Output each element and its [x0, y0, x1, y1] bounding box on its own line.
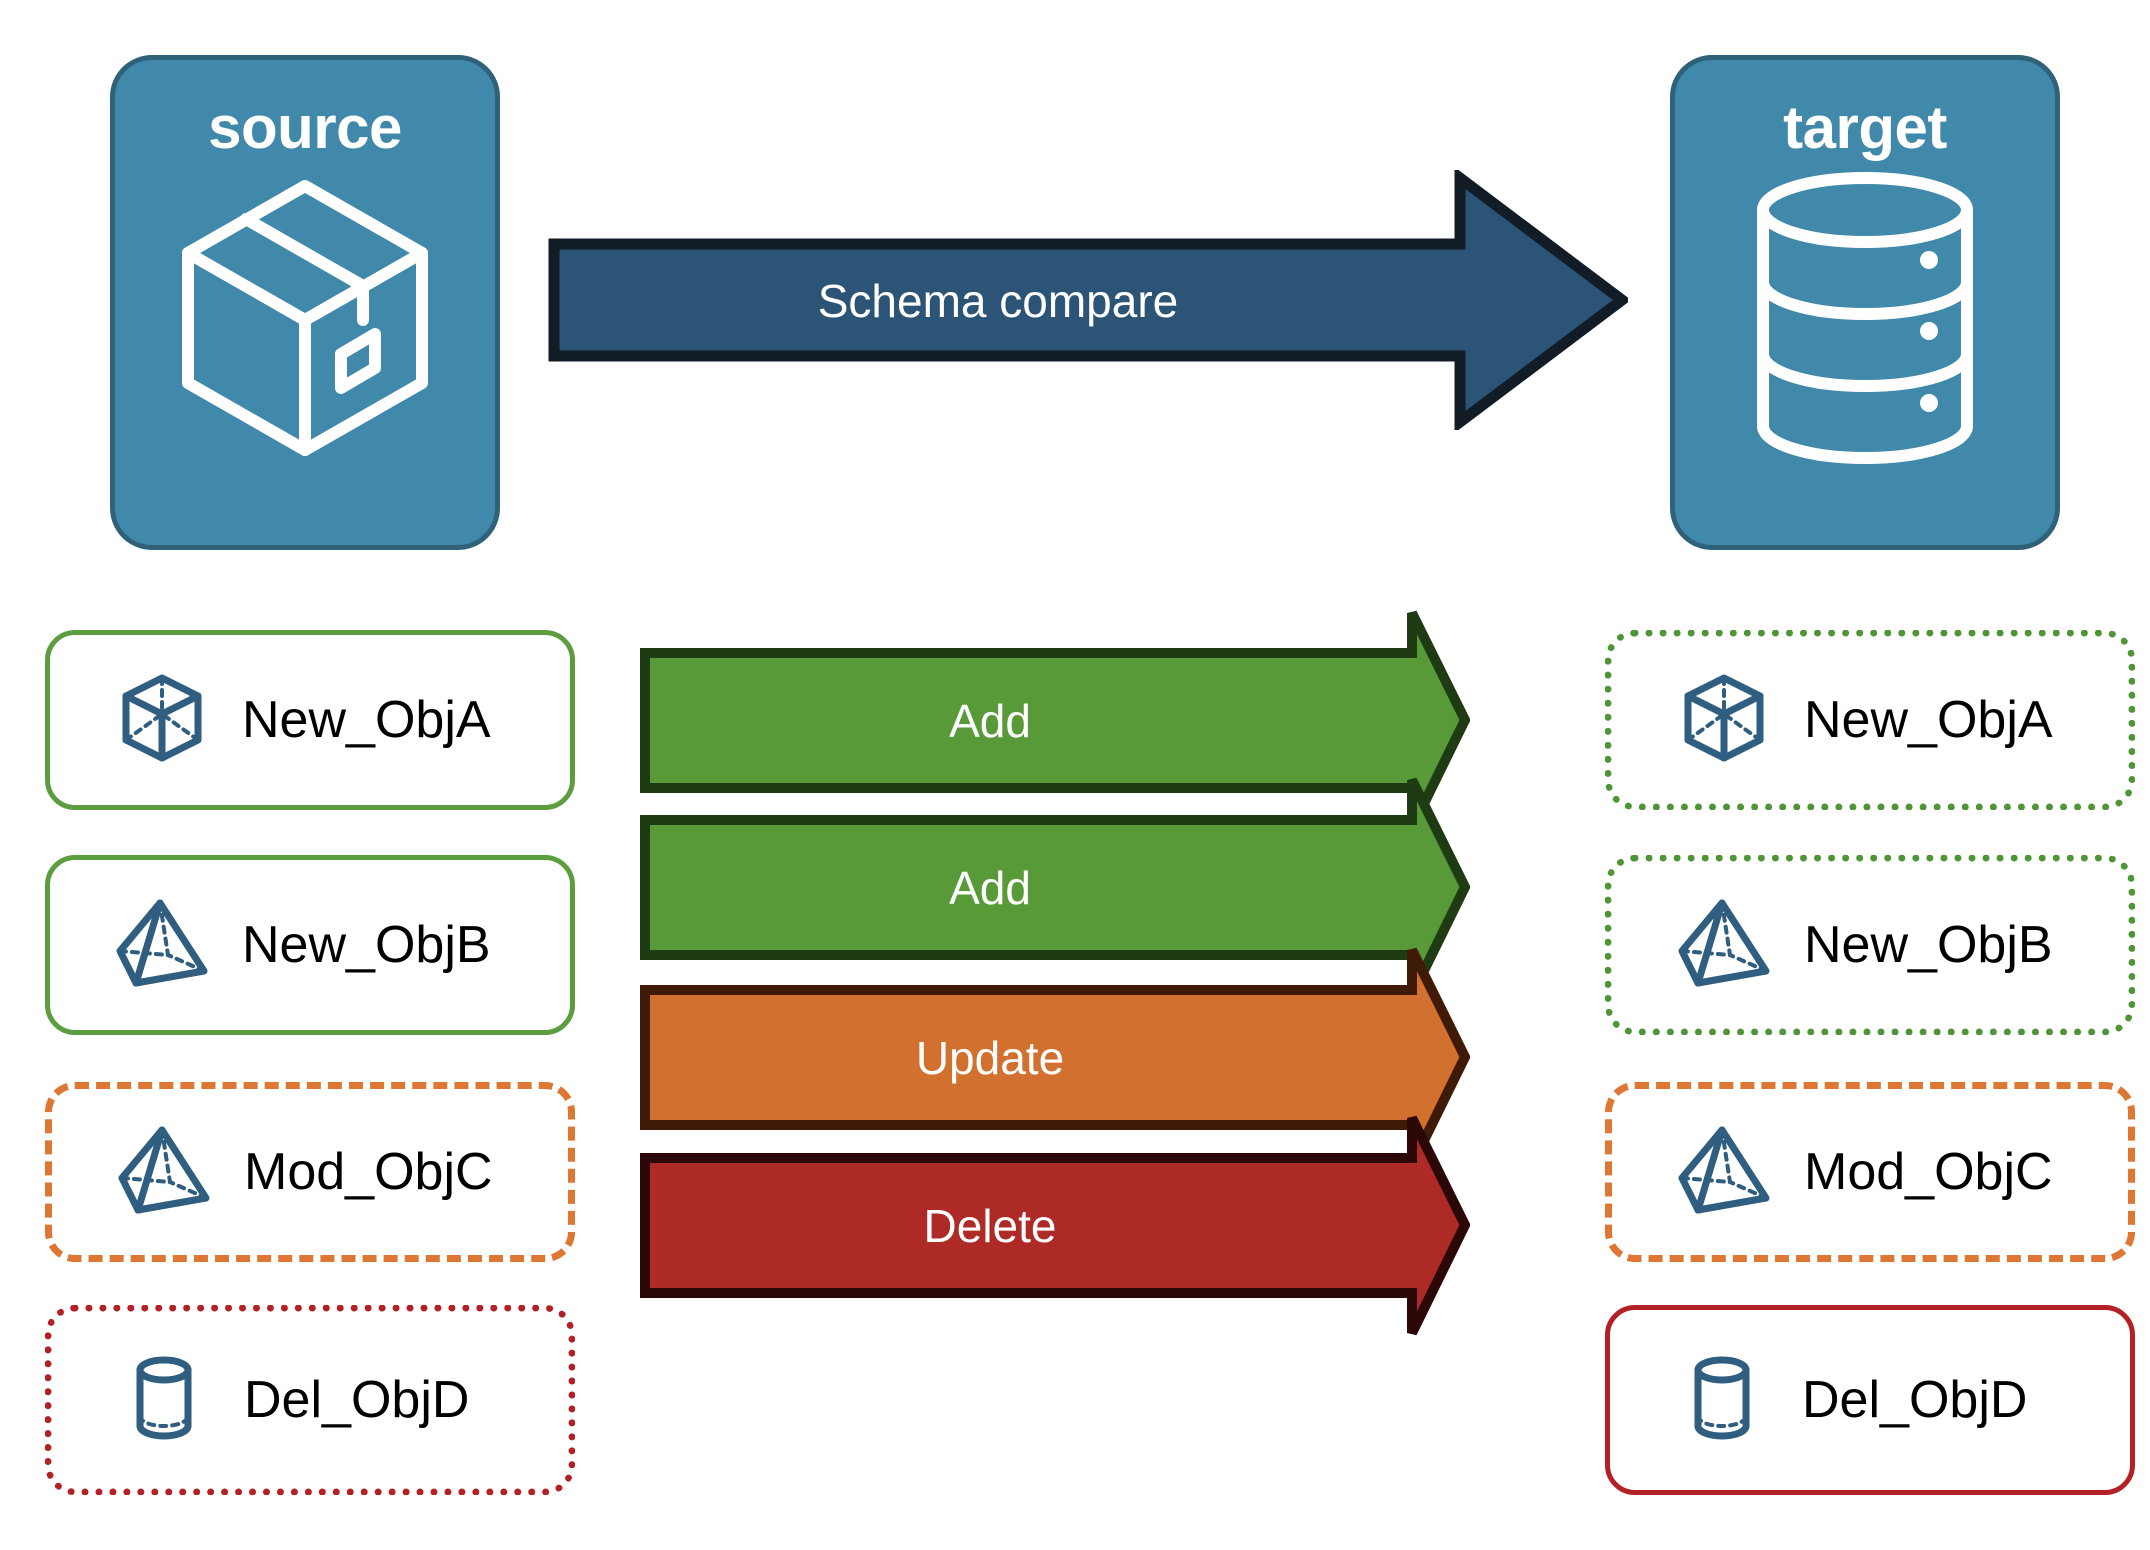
- source-card-row-0[interactable]: New_ObjA: [45, 630, 575, 810]
- wireframe-pyramid-icon: [1674, 893, 1774, 998]
- source-card-row-1[interactable]: New_ObjB: [45, 855, 575, 1035]
- wireframe-cube-icon: [112, 668, 212, 773]
- target-card-row-2[interactable]: Mod_ObjC: [1605, 1082, 2135, 1262]
- source-card-label-row-1: New_ObjB: [242, 916, 491, 974]
- action-arrow-shape-row-2: [640, 947, 1471, 1168]
- schema-compare-label: Schema compare: [817, 275, 1179, 327]
- wireframe-pyramid-icon: [114, 1120, 214, 1225]
- action-arrow-shape-row-0: [640, 610, 1471, 831]
- database-cylinder-icon: [1745, 168, 1985, 473]
- action-arrow-shape-row-3: [640, 1115, 1471, 1336]
- wireframe-cube-icon: [1674, 668, 1774, 773]
- target-card-label-row-1: New_ObjB: [1804, 916, 2053, 974]
- source-card-label-row-0: New_ObjA: [242, 691, 491, 749]
- target-card-row-1[interactable]: New_ObjB: [1605, 855, 2135, 1035]
- wireframe-cylinder-icon: [114, 1348, 214, 1453]
- endpoint-source[interactable]: source: [110, 55, 500, 550]
- wireframe-pyramid-icon: [112, 893, 212, 998]
- source-card-label-row-3: Del_ObjD: [244, 1371, 470, 1429]
- action-arrow-shape-row-1: [640, 777, 1471, 998]
- wireframe-pyramid-icon: [1674, 1120, 1774, 1225]
- endpoint-source-label: source: [208, 94, 402, 161]
- source-card-row-2[interactable]: Mod_ObjC: [45, 1082, 575, 1262]
- endpoint-target[interactable]: target: [1670, 55, 2060, 550]
- source-card-row-3[interactable]: Del_ObjD: [45, 1305, 575, 1495]
- schema-compare-arrow-shape: [548, 166, 1632, 434]
- target-card-row-3[interactable]: Del_ObjD: [1605, 1305, 2135, 1495]
- target-card-label-row-0: New_ObjA: [1804, 691, 2053, 749]
- wireframe-cylinder-icon: [1672, 1348, 1772, 1453]
- source-card-label-row-2: Mod_ObjC: [244, 1143, 493, 1201]
- target-card-label-row-3: Del_ObjD: [1802, 1371, 2028, 1429]
- target-card-row-0[interactable]: New_ObjA: [1605, 630, 2135, 810]
- schema-compare-arrow[interactable]: Schema compare: [548, 166, 1632, 434]
- package-box-icon: [170, 168, 440, 473]
- action-arrow-row-3[interactable]: Delete: [640, 1113, 1471, 1338]
- target-card-label-row-2: Mod_ObjC: [1804, 1143, 2053, 1201]
- endpoint-target-label: target: [1783, 94, 1947, 161]
